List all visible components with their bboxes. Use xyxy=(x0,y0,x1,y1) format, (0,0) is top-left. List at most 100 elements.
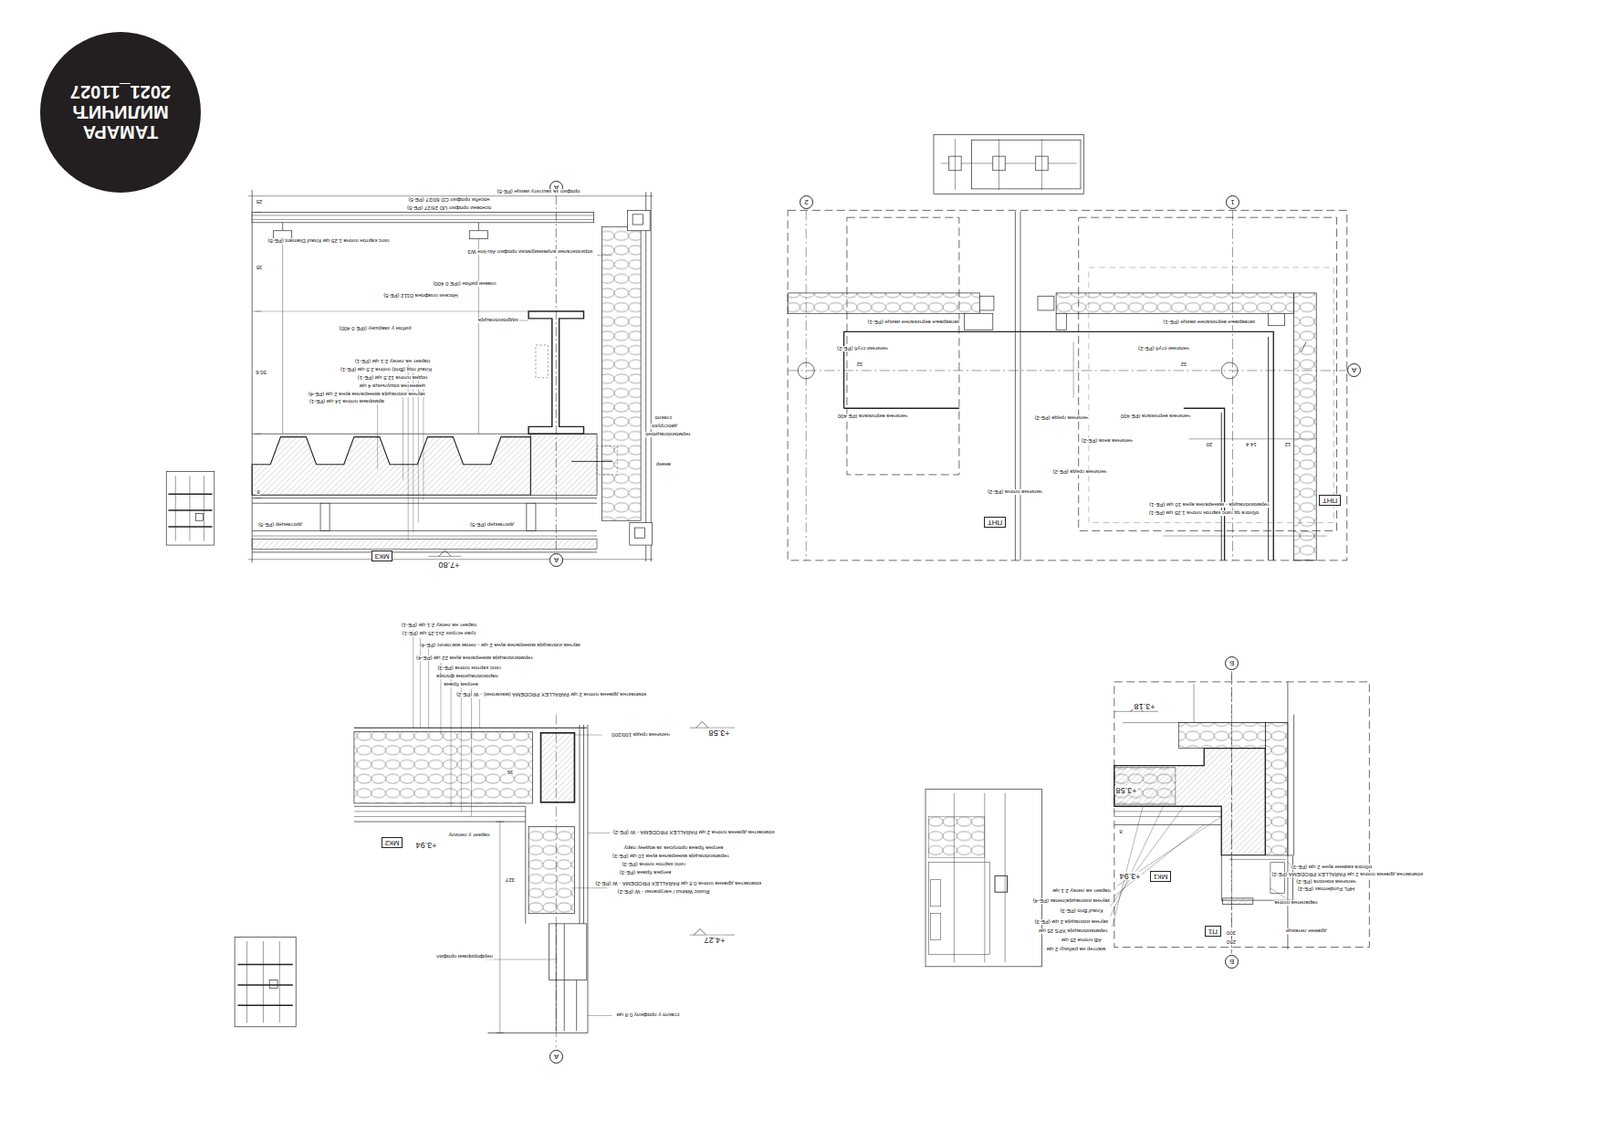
annotation: основни профил UD 28/27 (РЕ-5) xyxy=(406,205,492,211)
annotation: ветрна брана xyxy=(443,681,480,688)
annotation: HPL Fundermax (РЕ-2) xyxy=(1296,886,1356,892)
annotation: суви естрих 2x1.25 цм (РЕ-1) xyxy=(400,630,477,637)
annotation: гипс картон плоча 1.25 цм Knauf Diamant … xyxy=(266,238,390,244)
annotation: челична греда (РЕ-2) xyxy=(1033,415,1089,421)
level-tag: МК2 xyxy=(381,836,403,848)
annotation: стакло у профилу 0.8 цм xyxy=(615,1012,680,1018)
annotation: звучна изолација/лепак (РЕ-4) xyxy=(1032,898,1112,904)
annotation: паркет на лепку 2.1 цм (РЕ-1) xyxy=(354,358,432,365)
annotation: главни рибон (IPE 0 400) xyxy=(431,281,497,287)
dimension: 32 xyxy=(856,361,865,367)
grid-axis-bubble: А xyxy=(549,553,564,567)
annotation: стакло xyxy=(653,415,673,421)
grid-axis-bubble: 2 xyxy=(799,195,814,210)
annotation: компактна дрвена плоча 2 цм PARALLEX PRO… xyxy=(1270,871,1424,878)
level-tag: П1 xyxy=(1204,925,1222,937)
annotation: парапетна плоча xyxy=(1273,899,1318,906)
annotation: профил за заштиту ивице (РЕ-5) xyxy=(496,188,582,195)
annotation: малтер на рабицу 2 цм xyxy=(1045,946,1107,952)
level-mark: +3.94 xyxy=(1118,871,1141,880)
level-tag: МК3 xyxy=(371,550,393,562)
axis-label: 1 xyxy=(1230,198,1234,206)
annotation: челични стуб (РЕ-2) xyxy=(836,345,889,352)
level-tag: МК1 xyxy=(1150,870,1172,882)
annotation: паркет на лепку 2.1 цм xyxy=(1051,888,1112,894)
annotation: пароизолациона фолија xyxy=(435,673,499,680)
annotation: двоструко xyxy=(650,423,679,429)
annotation: паркет у лепилу xyxy=(448,831,492,837)
annotation: челична вертикала IPE 400 xyxy=(836,413,909,419)
dimension: 12 xyxy=(1284,441,1293,448)
annotation: дрвене летвице xyxy=(1285,927,1328,933)
annotation: термоизолационо xyxy=(644,431,692,438)
annotation: Knauf под (Brio) плоча 2.5 цм (РЕ-1) xyxy=(339,366,433,373)
dimension: 250 xyxy=(1225,939,1237,945)
dimension: 25 xyxy=(255,198,264,205)
roof-section xyxy=(166,189,653,563)
annotation: паркет на лепку 2.1 цм (РЕ-1) xyxy=(399,622,478,628)
annotation: челична вертикала IPE 400 xyxy=(1118,413,1191,419)
annotation: челична плоча (РЕ-2) xyxy=(986,489,1044,495)
annotation: термоизолација минерална вуна 10 цм (РЕ-… xyxy=(611,853,731,859)
axis-label: А xyxy=(554,1052,559,1060)
author-text: 2021_11027 xyxy=(70,82,171,103)
annotation: облога камене вуне 2 цм (РЕ-3) xyxy=(1290,864,1373,870)
annotation: компактна дрвена плоча 2 цм PARALLEX PRO… xyxy=(612,829,776,836)
level-mark: +3.58 xyxy=(1115,785,1139,795)
annotation: носећи профил CD 60/27 (РЕ-5) xyxy=(407,197,491,203)
annotation: дистанцер (РЕ-5) xyxy=(257,521,304,527)
author-stamp: ТАМАРА МИЛИЧИЋ2021_11027 xyxy=(40,31,201,193)
annotation: звучна изолација минерална вуна 2 цм - л… xyxy=(418,641,582,648)
grid-axis-bubble: 1 xyxy=(1225,195,1240,210)
author-text: ТАМАРА МИЛИЧИЋ xyxy=(61,102,180,143)
axis-label: 2 xyxy=(804,198,808,206)
level-mark: +7.80 xyxy=(438,560,461,569)
annotation: затварање вертикалне ивице (РЕ-1) xyxy=(866,319,961,325)
annotation: компактна дрвена плоча 2 цм PARALLEX PRO… xyxy=(455,691,648,698)
annotation: хоризонтални алуминијумски профил Alu-li… xyxy=(467,249,595,255)
dimension: 14.4 xyxy=(1244,441,1258,448)
annotation: цементна кошуљица 4 цм xyxy=(358,382,427,388)
level-tag: ПНТ xyxy=(983,516,1006,528)
dimension: 327 xyxy=(504,877,516,883)
annotation: ветрна брана пропусна за водену пару xyxy=(623,845,724,851)
annotation: термоизолација - минерална вуна 10 цм (Р… xyxy=(1148,501,1271,508)
level-mark: +3.58 xyxy=(708,727,732,736)
dimension: 32 xyxy=(1180,361,1189,367)
annotation: звучна изолација минерална вуна 2 цм (РЕ… xyxy=(307,390,427,397)
dimension: 20 xyxy=(1204,441,1214,448)
axis-label: Б xyxy=(1229,957,1234,965)
parapet-section xyxy=(925,673,1370,967)
annotation: термоизолација минерална вуна 22 цм (РЕ-… xyxy=(415,655,534,661)
axis-label: А xyxy=(1351,366,1357,375)
grid-axis-bubble: А xyxy=(549,1049,564,1064)
grid-axis-bubble: Б xyxy=(1224,954,1239,969)
axis-label: МК2 xyxy=(384,838,399,847)
dimension: 35 xyxy=(255,264,264,271)
level-tag: ПНТ xyxy=(1318,494,1341,506)
dimension: 50.6 xyxy=(254,369,268,376)
annotation: гипс картон плоча (РЕ-3) xyxy=(437,665,502,671)
annotation: гипс картон плоча (РЕ-3) xyxy=(620,861,686,868)
annotation: Knauf Brio (РЕ-3) xyxy=(1059,908,1105,914)
annotation: челична конзола (РЕ-2) xyxy=(1296,878,1359,885)
axis-label: ПНТ xyxy=(987,518,1003,526)
annotation: перфорирани профил xyxy=(435,952,494,959)
annotation: челична веза (РЕ-2) xyxy=(1080,438,1134,444)
annotation: звучна изолација 2 цм (РЕ-3) xyxy=(1033,918,1109,924)
axis-label: ПНТ xyxy=(1322,496,1338,504)
dimension: 8 xyxy=(255,489,261,495)
annotation: рибон у завршну (IPE 0 400) xyxy=(338,325,413,332)
level-mark: +4.27 xyxy=(702,934,726,943)
annotation: дистанцер (РЕ-5) xyxy=(469,521,515,527)
annotation: затварање вертикалне ивице (РЕ-1) xyxy=(1161,319,1256,325)
grid-axis-bubble: Б xyxy=(1224,656,1239,670)
dimension: 8 xyxy=(1118,828,1123,835)
column-plan xyxy=(787,135,1348,561)
eave-section xyxy=(234,629,735,1047)
annotation: подна плоча 12.5 цм (РЕ-1) xyxy=(356,374,429,380)
annotation: челични стуб (РЕ-2) xyxy=(1137,345,1191,352)
annotation: армирана плоча 14 цм (РЕ-1) xyxy=(308,398,386,405)
